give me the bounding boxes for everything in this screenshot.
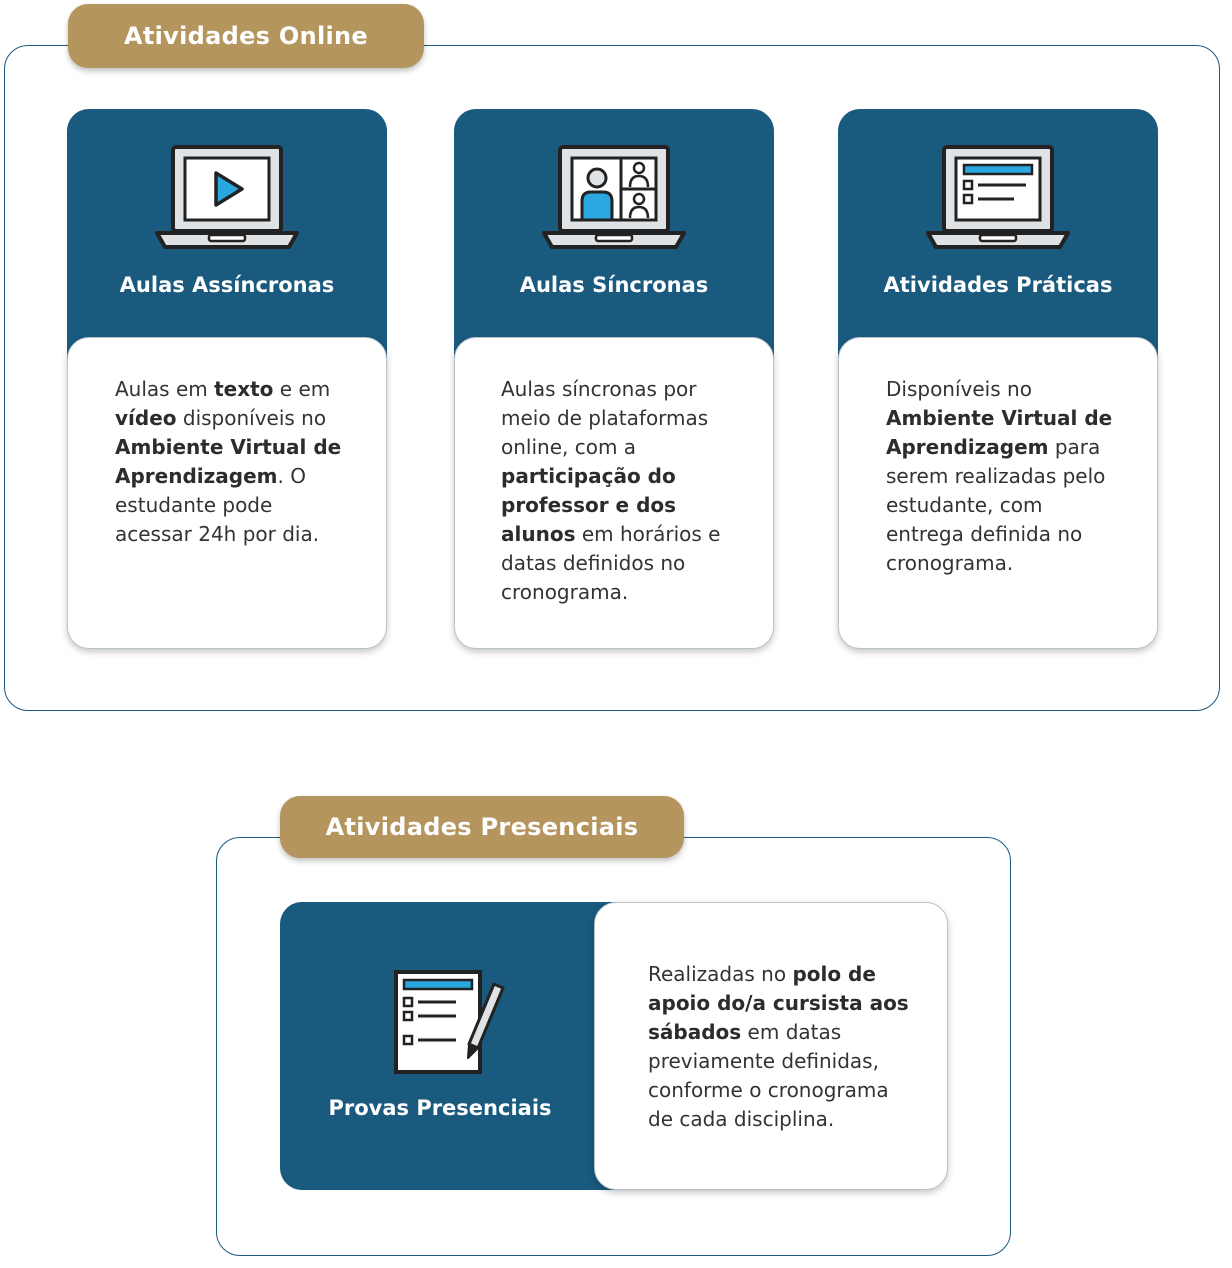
card-title: Atividades Práticas (883, 273, 1113, 297)
text-segment: e em (273, 377, 331, 401)
exam-card-title: Provas Presenciais (328, 1096, 552, 1120)
exam-card-body (594, 902, 948, 1190)
card-aulas-assincronas: Aulas Assíncronas Aulas em texto e em ví… (67, 109, 387, 649)
text-segment: Disponíveis no (886, 377, 1032, 401)
card-body (838, 337, 1158, 649)
text-segment: Realizadas no (648, 962, 793, 986)
text-segment: disponíveis no (176, 406, 327, 430)
exam-sheet-pencil-icon (394, 970, 505, 1074)
text-segment: Aulas síncronas por meio de plataformas … (501, 377, 709, 459)
card-description: Aulas síncronas por meio de plataformas … (501, 375, 741, 607)
text-segment: em datas previamente definidas, conforme… (648, 1020, 889, 1131)
laptop-video-icon (155, 145, 299, 249)
bold-text: polo de apoio do/a cursista aos sábados (648, 962, 909, 1044)
text-segment: para serem realizadas pelo estudante, co… (886, 435, 1106, 575)
bold-text: Ambiente Virtual de Aprendizagem (115, 435, 342, 488)
text-segment: em horários e datas definidos no cronogr… (501, 522, 721, 604)
presencial-section-title: Atividades Presenciais (280, 796, 684, 858)
card-body (67, 337, 387, 649)
online-section-title: Atividades Online (68, 4, 424, 68)
card-atividades-praticas: Atividades Práticas Disponíveis no Ambie… (838, 109, 1158, 649)
laptop-checklist-icon (926, 145, 1070, 249)
text-segment: . O estudante pode acessar 24h por dia. (115, 464, 320, 546)
bold-text: Ambiente Virtual de Aprendizagem (886, 406, 1113, 459)
text-segment: Aulas em (115, 377, 215, 401)
card-body (454, 337, 774, 649)
card-aulas-sincronas: Aulas Síncronas Aulas síncronas por meio… (454, 109, 774, 649)
exam-card-description: Realizadas no polo de apoio do/a cursist… (648, 960, 910, 1134)
card-description: Aulas em texto e em vídeo disponíveis no… (115, 375, 351, 549)
card-title: Aulas Síncronas (519, 273, 709, 297)
bold-text: vídeo (115, 406, 177, 430)
card-title: Aulas Assíncronas (119, 273, 335, 297)
card-description: Disponíveis no Ambiente Virtual de Apren… (886, 375, 1126, 578)
bold-text: texto (214, 377, 274, 401)
bold-text: participação do professor e dos alunos (501, 464, 677, 546)
laptop-video-call-icon (542, 145, 686, 249)
